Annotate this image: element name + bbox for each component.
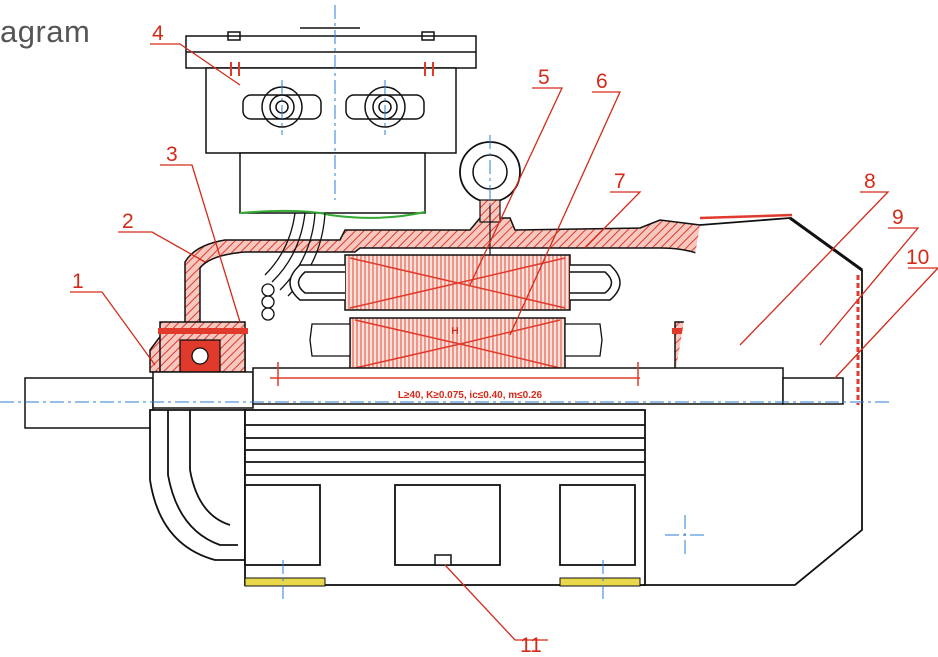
spec-text: L≥40, K≥0.075, ic≤0.40, m≤0.26 <box>398 390 543 401</box>
callout-10: 10 <box>906 246 929 269</box>
callout-4: 4 <box>152 22 164 45</box>
callout-8: 8 <box>864 170 876 193</box>
callout-5: 5 <box>538 66 550 89</box>
page-title: agram <box>0 14 91 49</box>
callout-1: 1 <box>72 270 84 293</box>
callout-6: 6 <box>596 70 608 93</box>
terminal-box <box>185 27 477 214</box>
rotor-core: H <box>309 317 603 371</box>
callout-7: 7 <box>614 170 626 193</box>
drive-end-bearing <box>158 321 248 373</box>
callout-9: 9 <box>892 206 904 229</box>
rotor-mark: H <box>451 326 458 337</box>
drain-plug <box>434 554 452 566</box>
callout-11: 11 <box>520 634 542 657</box>
callout-3: 3 <box>166 143 178 166</box>
shaft <box>24 367 844 429</box>
leader-lines <box>70 43 938 641</box>
center-lines <box>0 5 890 600</box>
stator-winding-left <box>289 264 345 301</box>
callout-labels: 1 2 3 4 5 6 7 8 9 10 11 <box>72 22 929 657</box>
callout-2: 2 <box>122 210 134 233</box>
terminal-box-bolts <box>230 62 434 76</box>
terminal-box-seal-line <box>239 209 426 219</box>
stator-core <box>344 254 571 311</box>
mounting-feet <box>244 577 641 587</box>
frame-exterior <box>149 409 646 586</box>
stator-winding-right <box>570 264 621 301</box>
